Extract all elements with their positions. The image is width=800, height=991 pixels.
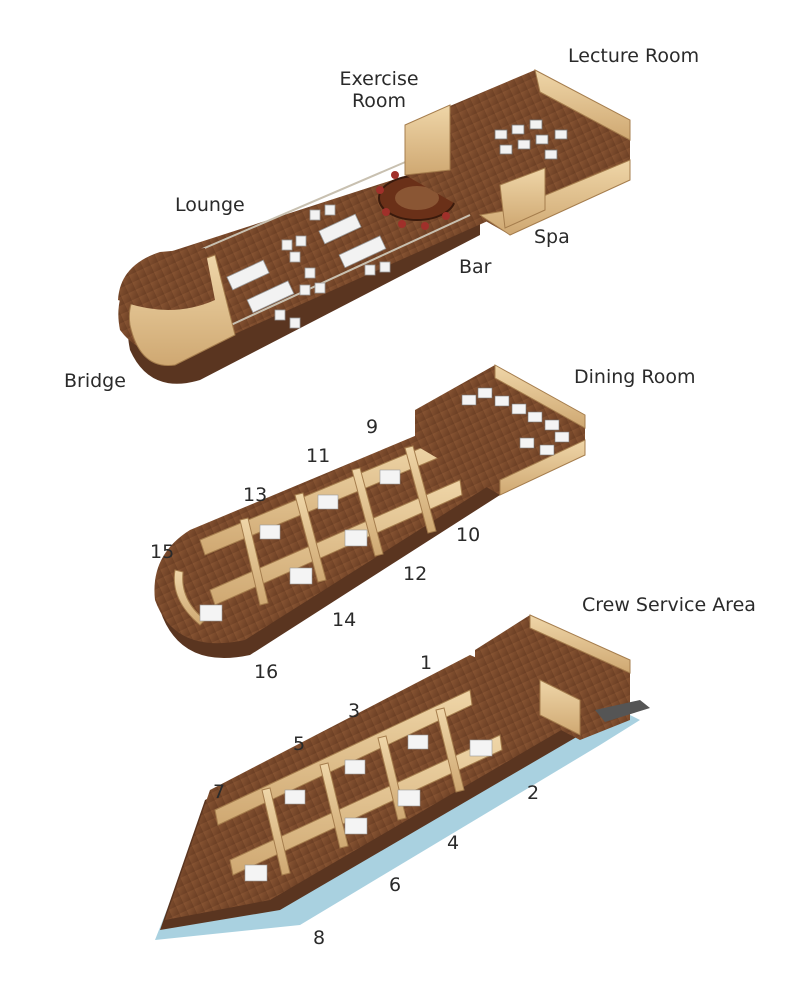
bar-label: Bar	[459, 256, 492, 278]
bridge-label: Bridge	[64, 370, 126, 392]
cabin-2-label: 2	[527, 782, 540, 804]
cabin-12-label: 12	[403, 563, 428, 585]
dining-room-label: Dining Room	[574, 366, 696, 388]
cabin-10-label: 10	[456, 524, 481, 546]
lounge-label: Lounge	[175, 194, 245, 216]
cabin-1-label: 1	[420, 652, 433, 674]
lower-deck	[155, 614, 650, 940]
top-deck	[118, 69, 631, 384]
cabin-4-label: 4	[447, 832, 460, 854]
cabin-8-label: 8	[313, 927, 326, 949]
exercise-room-label: Exercise Room	[339, 68, 419, 112]
cabin-15-label: 15	[150, 541, 175, 563]
cabin-14-label: 14	[332, 609, 357, 631]
spa-label: Spa	[534, 226, 570, 248]
cabin-16-label: 16	[254, 661, 279, 683]
middle-deck	[154, 364, 586, 658]
cabin-5-label: 5	[293, 733, 306, 755]
lecture-room-label: Lecture Room	[568, 45, 700, 67]
cabin-3-label: 3	[348, 700, 361, 722]
cabin-7-label: 7	[213, 781, 226, 803]
cabin-6-label: 6	[389, 874, 402, 896]
crew-service-area-label: Crew Service Area	[582, 594, 756, 616]
cabin-13-label: 13	[243, 484, 268, 506]
cabin-9-label: 9	[366, 416, 379, 438]
cabin-11-label: 11	[306, 445, 331, 467]
